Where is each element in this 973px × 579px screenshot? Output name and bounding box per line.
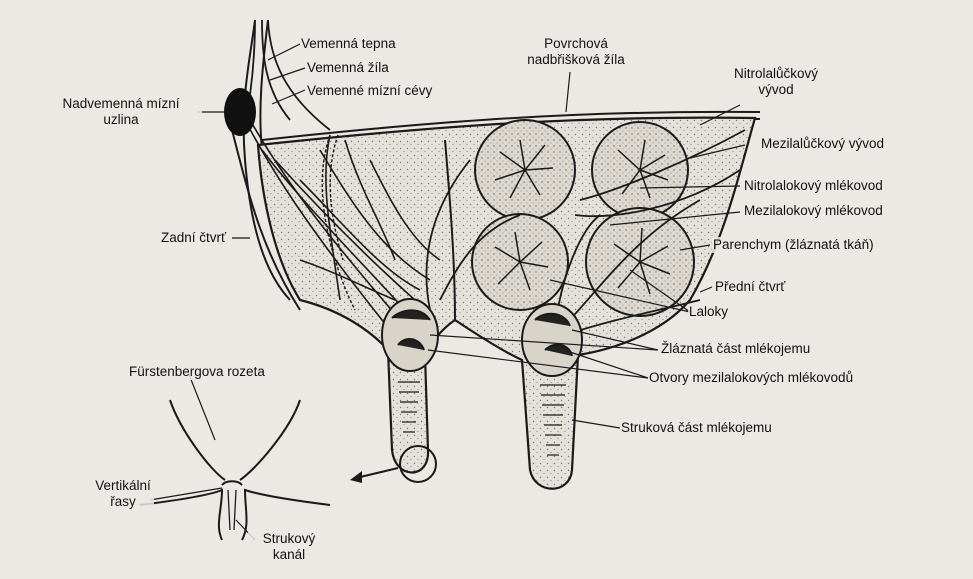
label-vemenna-zila: Vemenná žíla	[306, 60, 390, 76]
label-line: vývod	[716, 82, 836, 98]
magnify-arrow	[356, 468, 398, 478]
label-line: Vertikální	[93, 478, 153, 494]
label-line: Povrchová	[511, 36, 641, 52]
label-nadvemenna-mizni-uzlina: Nadvemenná mízní uzlina	[40, 96, 202, 128]
label-parenchym: Parenchym (žláznatá tkáň)	[712, 237, 875, 253]
lymph-node	[224, 88, 256, 136]
label-vemenna-tepna: Vemenná tepna	[300, 36, 397, 52]
label-line: nadbřišková žíla	[511, 52, 641, 68]
label-strukova-cast: Struková část mlékojemu	[620, 420, 773, 436]
label-line: Nadvemenná mízní	[41, 96, 201, 112]
label-mezilaluckovy-vyvod: Mezilalůčkový vývod	[760, 136, 885, 152]
label-line: uzlina	[41, 112, 201, 128]
label-predni-ctvrt: Přední čtvrť	[714, 279, 786, 295]
label-laloky: Laloky	[688, 304, 729, 320]
label-vemenne-mizni-cevy: Vemenné mízní cévy	[306, 83, 433, 99]
label-line: kanál	[249, 547, 329, 563]
label-line: Strukový	[249, 531, 329, 547]
label-povrchova-nadbriskova-zila: Povrchová nadbřišková žíla	[510, 36, 642, 68]
teat-canal-detail	[140, 400, 330, 540]
label-zlaznata-cast: Žláznatá část mlékojemu	[660, 341, 811, 357]
label-line: řasy	[93, 494, 153, 510]
label-nitrolaluckovy-vyvod: Nitrolalůčkový vývod	[715, 66, 837, 98]
label-zadni-ctvrt: Zadní čtvrť	[160, 230, 227, 246]
label-vertikalni-rasy: Vertikální řasy	[92, 478, 154, 510]
label-line: Nitrolalůčkový	[716, 66, 836, 82]
label-nitrolalokovy-mlekovod: Nitrolalokový mlékovod	[743, 178, 884, 194]
label-furstenbergova-rozeta: Fürstenbergova rozeta	[128, 364, 266, 380]
label-strukovy-kanal: Strukový kanál	[248, 531, 330, 563]
label-mezilalokovy-mlekovod: Mezilalokový mlékovod	[743, 203, 884, 219]
label-otvory: Otvory mezilalokových mlékovodů	[648, 370, 854, 386]
